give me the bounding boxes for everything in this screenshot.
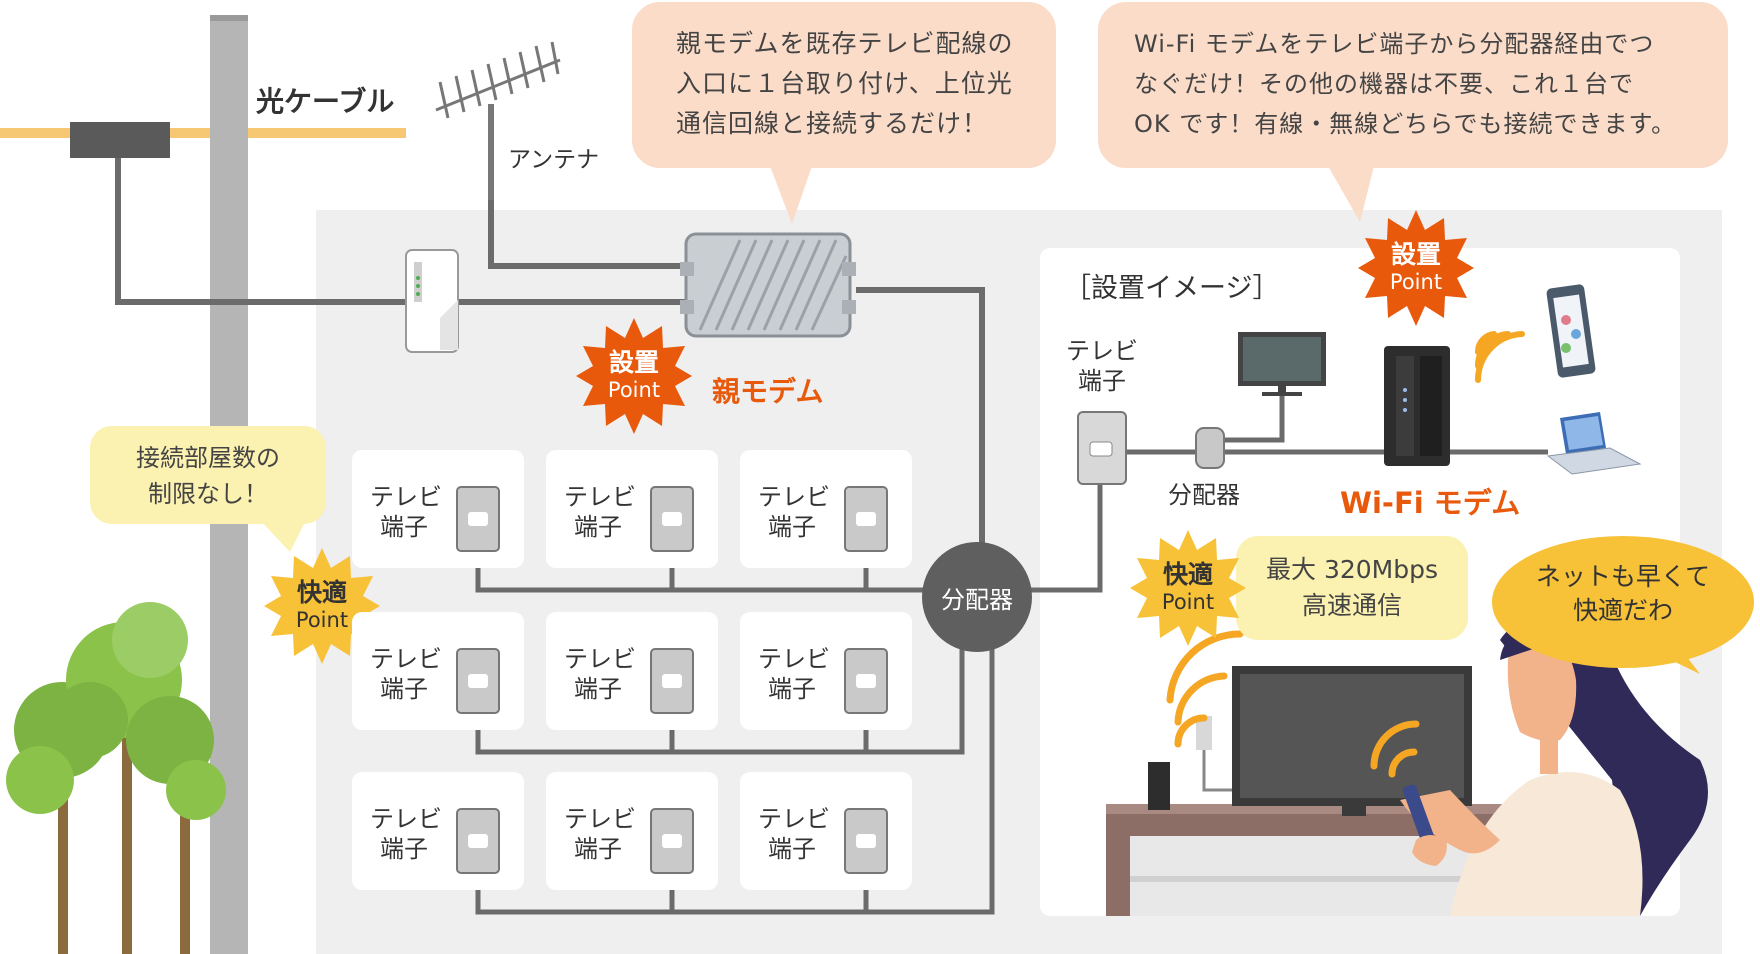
parent-modem-label: 親モデム [712,375,824,408]
tv-outlet-card: テレビ端子 [546,612,718,730]
tv-outlet-label: テレビ端子 [370,483,442,541]
tv-outlet-icon [844,808,888,874]
comfort-point-badge-speed: 快適 Point [1128,528,1248,648]
bubble-line: 高速通信 [1301,591,1402,620]
tv-outlet-icon [456,486,500,552]
tv-outlet-label: テレビ端子 [564,805,636,863]
bubble-line: 制限なし！ [148,480,268,508]
tv-outlet-label: テレビ端子 [564,645,636,703]
woman-illustration [1400,611,1708,916]
image-tv-outlet [1077,411,1127,485]
tv-outlet-icon [844,648,888,714]
tv-outlet-icon [650,808,694,874]
tv-outlet-card: テレビ端子 [740,450,912,568]
fiber-cable-line [0,128,406,138]
bubble-line: 接続部屋数の [136,444,280,472]
small-splitter [1195,427,1225,469]
small-tv-graphic [1238,332,1326,396]
woman-speech-bubble: ネットも早くて 快適だわ [1492,536,1754,668]
wifi-modem-graphic [1384,346,1450,466]
badge-subtitle: Point [1389,270,1443,294]
starburst-shape [264,548,380,664]
antenna-label: アンテナ [508,147,600,173]
bubble-line: ネットも早くて [1535,562,1711,591]
tablet-graphic [1546,284,1596,378]
fiber-cable-label: 光ケーブル [256,85,395,118]
tv-outlet-icon [844,486,888,552]
trees-graphic [6,602,226,954]
badge-title: 快適 [296,578,347,607]
bubble-line: 通信回線と接続するだけ！ [676,109,989,138]
bubble-line: なぐだけ！その他の機器は不要、これ１台で [1134,70,1634,98]
bubble-line: OK です！有線・無線どちらでも接続できます。 [1134,110,1677,138]
wifi-modem-label: Wi-Fi モデム [1340,486,1521,520]
install-point-badge-modem: 設置 Point [574,316,694,436]
image-tv-outlet-label: テレビ 端子 [1066,337,1138,395]
main-splitter: 分配器 [922,542,1032,652]
tv-outlet-card: テレビ端子 [740,772,912,890]
bubble-line: 快適だわ [1572,596,1673,625]
starburst-shape [576,318,692,434]
tv-outlet-card: テレビ端子 [352,772,524,890]
bubble-line: Wi-Fi モデムをテレビ端子から分配器経由でつ [1134,30,1655,58]
comfort-point-badge-rooms: 快適 Point [262,546,382,666]
fiber-closure [70,122,170,158]
badge-title: 快適 [1162,560,1213,589]
tv-outlet-label: テレビ端子 [564,483,636,541]
tv-outlet-card: テレビ端子 [740,612,912,730]
starburst-shape [1130,530,1246,646]
tv-outlet-card: テレビ端子 [352,450,524,568]
bubble-line: 入口に１台取り付け、上位光 [676,69,1013,98]
onu-device [405,249,459,353]
main-splitter-label: 分配器 [941,585,1013,614]
tv-outlet-label: テレビ端子 [758,805,830,863]
tv-outlet-label: テレビ端子 [370,645,442,703]
antenna-graphic [435,41,561,119]
starburst-shape [1358,210,1474,326]
badge-subtitle: Point [295,608,349,632]
small-splitter-label: 分配器 [1168,481,1240,509]
wifi-signal-icon [1474,331,1525,383]
install-image-title: ［設置イメージ］ [1064,273,1280,304]
bubble-line: 親モデムを既存テレビ配線の [676,29,1014,58]
parent-modem-note-bubble: 親モデムを既存テレビ配線の 入口に１台取り付け、上位光 通信回線と接続するだけ！ [632,2,1056,168]
wifi-modem-note-bubble: Wi-Fi モデムをテレビ端子から分配器経由でつ なぐだけ！その他の機器は不要、… [1098,2,1728,168]
tv-outlet-label: テレビ端子 [758,645,830,703]
speed-note-bubble: 最大 320Mbps 高速通信 [1236,536,1468,640]
tv-outlet-icon [650,486,694,552]
badge-title: 設置 [608,348,659,377]
bubble-line: 最大 320Mbps [1266,555,1438,584]
tv-outlet-card: テレビ端子 [352,612,524,730]
parent-modem-device [680,232,856,338]
rooms-note-bubble: 接続部屋数の 制限なし！ [90,426,326,524]
tv-outlet-card: テレビ端子 [546,772,718,890]
tv-outlet-icon [456,648,500,714]
badge-subtitle: Point [1161,590,1215,614]
tv-outlet-label: テレビ端子 [758,483,830,541]
tv-outlet-icon [650,648,694,714]
badge-subtitle: Point [607,378,661,402]
tv-outlet-icon [456,808,500,874]
tv-outlet-card: テレビ端子 [546,450,718,568]
install-point-badge-wifi: 設置 Point [1356,208,1476,328]
laptop-graphic [1546,412,1642,475]
tv-outlet-label: テレビ端子 [370,805,442,863]
badge-title: 設置 [1390,240,1441,269]
